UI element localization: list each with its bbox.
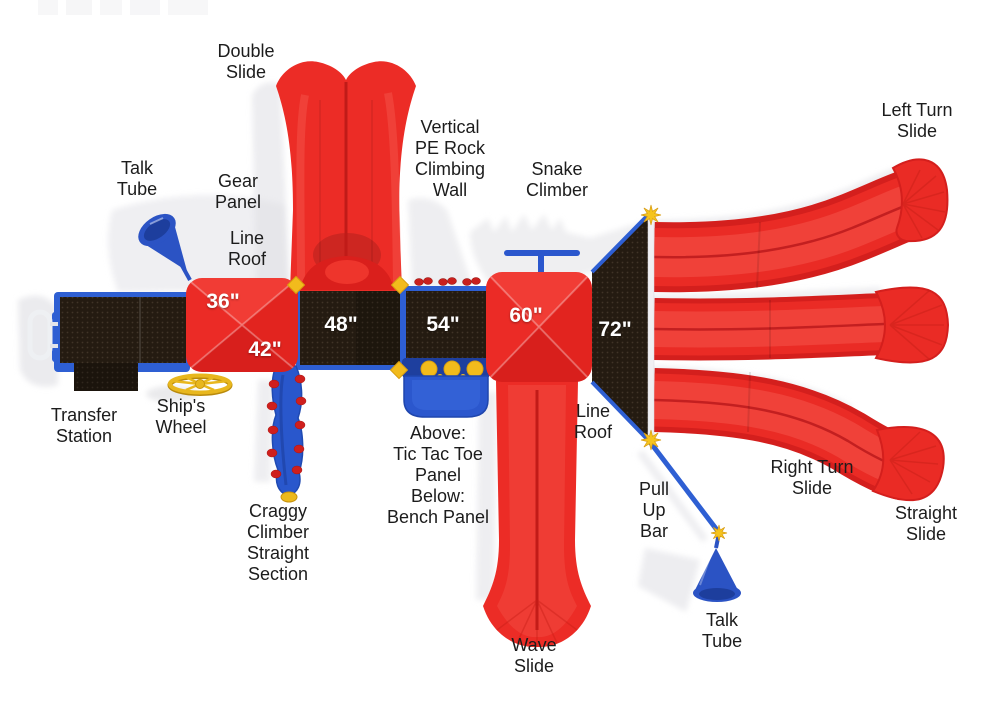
label-line-roof-bottom: Line Roof: [573, 401, 613, 442]
measurement-48: 48": [324, 313, 358, 336]
label-left-turn-slide: Left Turn Slide: [881, 100, 953, 141]
ships-wheel: [167, 373, 233, 396]
connector-stars: [640, 204, 728, 542]
label-right-turn-slide: Right Turn Slide: [770, 457, 854, 498]
deck-54: [402, 277, 494, 370]
label-talk-tube-top: Talk Tube: [116, 158, 158, 199]
measurement-54: 54": [426, 313, 460, 336]
label-gear-panel: Gear Panel: [214, 171, 262, 212]
wave-slide: [483, 381, 591, 648]
transfer-station: [27, 292, 190, 391]
craggy-climber: [266, 365, 307, 503]
tic-tac-toe-bench-panel: [402, 358, 490, 418]
measurement-60: 60": [509, 304, 543, 327]
label-ships-wheel: Ship's Wheel: [155, 396, 207, 437]
talk-tube-top: [138, 213, 192, 281]
label-line-roof-top: Line Roof: [227, 228, 267, 269]
watermark: [38, 0, 208, 15]
deck-72-triangle: [590, 212, 655, 443]
straight-slide: [653, 286, 950, 364]
transfer-handle: [27, 309, 58, 361]
label-talk-tube-bottom: Talk Tube: [701, 610, 743, 651]
label-craggy-climber: Craggy Climber Straight Section: [246, 501, 310, 584]
label-snake-climber: Snake Climber: [525, 159, 589, 200]
talk-tube-bottom: [693, 532, 741, 602]
right-turn-slide: [653, 368, 945, 502]
double-slide: [276, 61, 416, 292]
measurement-42: 42": [248, 338, 282, 361]
label-straight-slide: Straight Slide: [894, 503, 958, 544]
label-transfer-station: Transfer Station: [50, 405, 118, 446]
roof-36-42: [186, 278, 298, 372]
rock-wall-holds: [414, 277, 481, 286]
measurement-72: 72": [598, 318, 632, 341]
left-turn-slide: [653, 158, 949, 293]
deck-48: [296, 286, 404, 370]
label-wave-slide: Wave Slide: [511, 635, 557, 676]
pull-up-bar: [647, 439, 720, 533]
connector-diamonds: [286, 275, 410, 380]
label-tic-tac-toe-bench-panel: Above: Tic Tac Toe Panel Below: Bench Pa…: [386, 423, 490, 527]
roof-60: [486, 272, 592, 382]
label-vertical-pe-rock-climbing-wall: Vertical PE Rock Climbing Wall: [414, 117, 486, 200]
measurement-36: 36": [206, 290, 240, 313]
label-double-slide: Double Slide: [217, 41, 275, 82]
label-pull-up-bar: Pull Up Bar: [638, 479, 670, 541]
